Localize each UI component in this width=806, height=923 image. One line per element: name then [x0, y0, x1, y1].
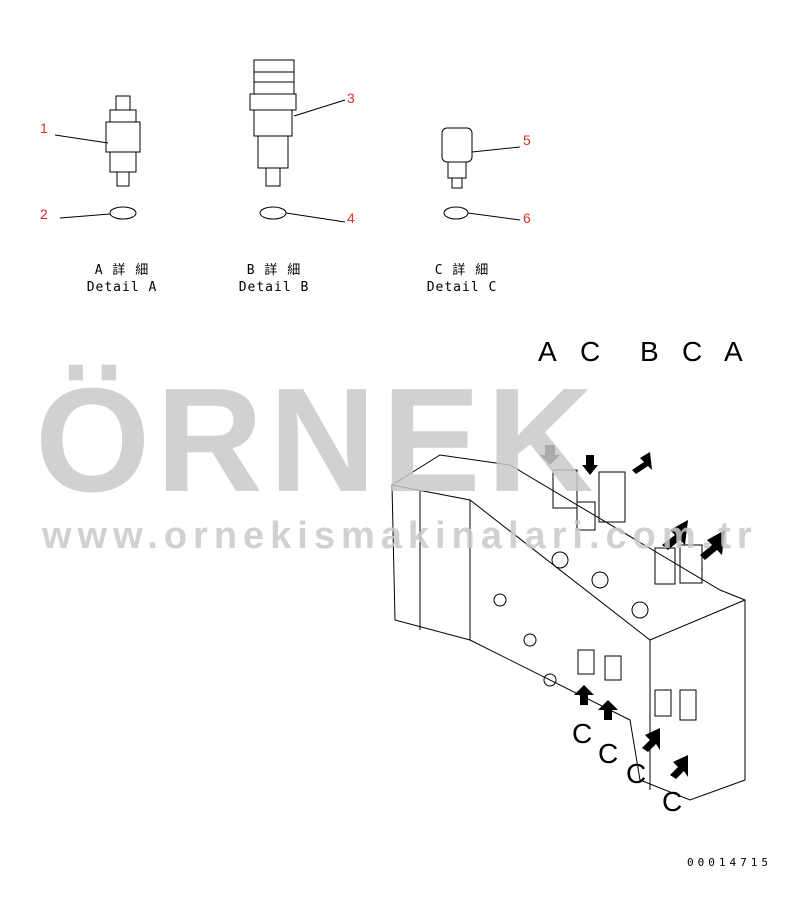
callout-c: C	[572, 718, 593, 749]
detail-c-jp: C 詳 細	[434, 263, 490, 278]
valve-part-3	[249, 59, 297, 187]
valve-part-1	[105, 95, 141, 187]
detail-a-jp: A 詳 細	[94, 263, 150, 278]
detail-c-en: Detail C	[426, 280, 498, 295]
o-ring-6	[443, 206, 469, 220]
arrows	[540, 445, 725, 779]
watermark-brand: ÖRNEK	[35, 358, 600, 523]
callout-c: C	[580, 336, 601, 367]
part-number-6: 6	[523, 210, 531, 226]
callout-b: B	[640, 336, 659, 367]
callout-c: C	[682, 336, 703, 367]
part-number-1: 1	[40, 120, 48, 136]
detail-b-label: B 詳 細 Detail B	[214, 262, 334, 296]
leader-lines	[54, 99, 521, 223]
detail-c-label: C 詳 細 Detail C	[402, 262, 522, 296]
o-ring-2	[109, 206, 137, 220]
detail-a-en: Detail A	[86, 280, 158, 295]
part-number-2: 2	[40, 206, 48, 222]
o-ring-4	[259, 206, 287, 220]
control-valve-assembly	[391, 454, 746, 801]
callout-a: A	[724, 336, 743, 367]
callout-c: C	[662, 786, 683, 817]
callout-c: C	[598, 738, 619, 769]
callout-c: C	[626, 758, 647, 789]
detail-a-label: A 詳 細 Detail A	[62, 262, 182, 296]
drawing-code: 00014715	[687, 856, 772, 869]
detail-b-jp: B 詳 細	[246, 263, 302, 278]
valve-part-5	[441, 127, 473, 189]
part-number-3: 3	[347, 90, 355, 106]
part-number-5: 5	[523, 132, 531, 148]
part-number-4: 4	[347, 210, 355, 226]
callout-a: A	[538, 336, 557, 367]
detail-b-en: Detail B	[238, 280, 310, 295]
watermark-url: www.ornekismakinalari.com.tr	[42, 515, 758, 557]
